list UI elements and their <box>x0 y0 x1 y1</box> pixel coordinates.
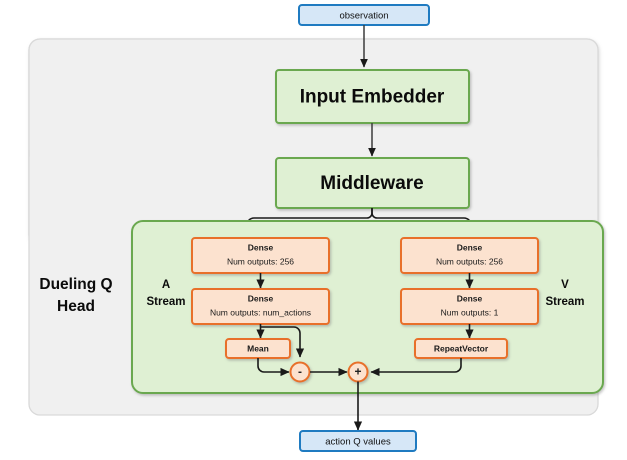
v-stream-label-line2: Stream <box>546 296 585 308</box>
add-operator-sign: + <box>354 365 361 379</box>
middleware-label: Middleware <box>320 173 423 194</box>
subtract-operator-circle <box>289 361 311 383</box>
a-dense-actions-node: Dense Num outputs: num_actions <box>191 288 330 325</box>
v-dense-256-subtitle: Num outputs: 256 <box>436 256 503 266</box>
arrow-repeatvector-to-plus <box>370 358 462 377</box>
v-dense-256-title: Dense <box>457 242 483 252</box>
mean-node: Mean <box>225 338 291 359</box>
v-dense-1-subtitle: Num outputs: 1 <box>441 307 499 317</box>
observation-label: observation <box>339 11 388 22</box>
a-dense-actions-subtitle: Num outputs: num_actions <box>210 307 311 317</box>
input-embedder-label: Input Embedder <box>300 87 445 108</box>
v-stream-label-line1: V <box>561 279 569 291</box>
repeat-vector-label: RepeatVector <box>434 343 489 353</box>
network-container-outline <box>28 150 599 416</box>
middleware-node: Middleware <box>275 157 470 209</box>
a-stream-label-line2: Stream <box>147 296 186 308</box>
arrow-a-dense-actions-to-minus <box>260 326 305 358</box>
v-dense-1-node: Dense Num outputs: 1 <box>400 288 539 325</box>
subtract-operator: - <box>289 361 311 383</box>
arrow-mean-to-minus <box>257 358 290 377</box>
add-operator: + <box>347 361 369 383</box>
action-q-values-box <box>299 430 417 452</box>
v-dense-256-node: Dense Num outputs: 256 <box>400 237 539 274</box>
input-embedder-node: Input Embedder <box>275 69 470 124</box>
v-stream-label: V Stream <box>546 279 585 308</box>
a-dense-256-node: Dense Num outputs: 256 <box>191 237 330 274</box>
repeat-vector-node: RepeatVector <box>414 338 508 359</box>
a-dense-actions-title: Dense <box>248 293 274 303</box>
v-dense-1-title: Dense <box>457 293 483 303</box>
a-stream-label-line1: A <box>162 279 170 291</box>
action-q-values-node: action Q values <box>299 430 417 452</box>
subtract-operator-sign: - <box>298 365 302 379</box>
a-stream-label: A Stream <box>147 279 186 308</box>
action-q-values-label: action Q values <box>325 437 391 448</box>
dueling-q-head-label-line2: Head <box>57 298 95 315</box>
dueling-q-head-label-line1: Dueling Q <box>39 276 112 293</box>
observation-node: observation <box>298 4 430 26</box>
dueling-q-head-label: Dueling Q Head <box>39 276 112 315</box>
a-dense-256-title: Dense <box>248 242 274 252</box>
mean-label: Mean <box>247 343 269 353</box>
a-dense-256-subtitle: Num outputs: 256 <box>227 256 294 266</box>
